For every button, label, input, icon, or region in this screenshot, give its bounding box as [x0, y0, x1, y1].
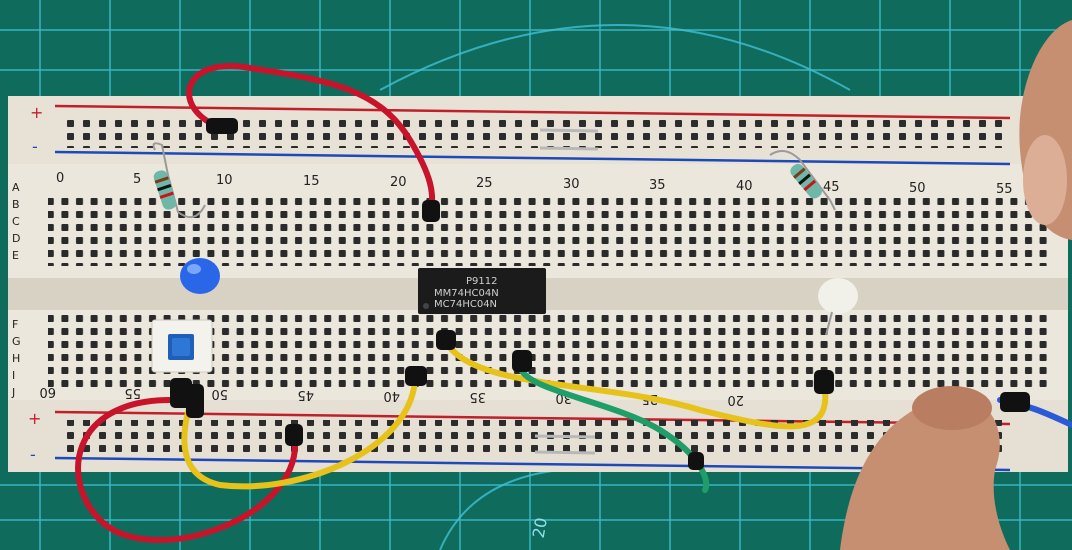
resistor-icon[interactable] — [769, 150, 836, 211]
wire-plug — [688, 452, 704, 470]
led-blue-icon — [180, 258, 220, 294]
wire-plug — [285, 424, 303, 446]
bottom-rail-minus-label: - — [30, 445, 36, 464]
row-letter: H — [12, 352, 20, 365]
col-num-bottom: 60 — [39, 384, 56, 399]
row-letter: C — [12, 215, 20, 228]
col-num-top: 0 — [56, 171, 64, 186]
row-letters-bottom: F G H I J — [11, 318, 21, 399]
col-num-top: 25 — [476, 176, 493, 191]
col-num-bottom: 40 — [383, 388, 400, 403]
mat-arc-lower — [439, 469, 561, 550]
led-white-icon — [818, 278, 858, 336]
row-letter: A — [12, 181, 20, 194]
bottom-rail-plus-label: + — [28, 409, 41, 428]
col-num-bottom: 55 — [124, 385, 141, 400]
col-num-bottom: 45 — [297, 387, 314, 402]
col-num-top: 15 — [303, 174, 320, 189]
row-letter: J — [11, 386, 15, 399]
row-letter: B — [12, 198, 20, 211]
wire-green — [517, 362, 710, 493]
col-num-top: 50 — [909, 181, 926, 196]
ic-label-line2: MM74HC04N — [434, 288, 499, 299]
wire-plug — [422, 200, 440, 222]
wire-plug — [814, 370, 834, 394]
top-rail-minus-label: - — [32, 137, 38, 156]
wire-red-bottom — [75, 397, 299, 544]
mat-arc — [379, 24, 851, 91]
wire-plug — [206, 118, 238, 134]
col-num-bottom: 50 — [211, 386, 228, 401]
wire-plug — [186, 384, 204, 418]
bottom-rail-blue-line — [54, 456, 1011, 472]
col-num-top: 55 — [996, 182, 1013, 197]
push-button[interactable] — [151, 319, 213, 373]
ic-label-line1: P9112 — [466, 276, 497, 287]
resistor-icon[interactable] — [152, 142, 206, 219]
rail-jumper — [534, 434, 596, 439]
row-letter: D — [12, 232, 20, 245]
hand-thumb — [912, 386, 992, 430]
rail-jumper — [539, 128, 599, 133]
wire-plug — [1000, 392, 1030, 412]
wire-yellow-right — [442, 337, 829, 430]
col-num-top: 30 — [563, 177, 580, 192]
mat-marking: 20 — [529, 516, 551, 539]
rail-jumper — [539, 146, 599, 151]
col-num-top: 45 — [823, 180, 840, 195]
col-num-top: 20 — [390, 175, 407, 190]
row-letter: E — [12, 249, 19, 262]
col-num-top: 5 — [133, 172, 141, 187]
col-num-top: 10 — [216, 173, 233, 188]
hand-right-bottom — [840, 397, 1010, 550]
wire-plug — [436, 330, 456, 350]
top-rail-plus-label: + — [30, 103, 43, 122]
row-letter: I — [12, 369, 15, 382]
upper-terminal-holes — [48, 194, 1053, 266]
ic-label-line3: MC74HC04N — [434, 299, 497, 310]
col-num-bottom: 35 — [469, 389, 486, 404]
col-num-bottom: 20 — [727, 392, 744, 407]
bottom-rail-holes — [60, 420, 1010, 456]
hand-fingertip — [1023, 135, 1067, 225]
lower-terminal-holes — [48, 314, 1053, 388]
column-numbers-top: 0 5 10 15 20 25 30 35 40 45 50 55 — [56, 171, 1013, 197]
wire-yellow-left — [181, 377, 418, 490]
row-letters-top: A B C D E — [12, 181, 20, 262]
rail-jumper — [534, 450, 596, 455]
wire-plug — [405, 366, 427, 386]
ic-chip[interactable]: P9112 MM74HC04N MC74HC04N — [418, 268, 546, 314]
col-num-top: 35 — [649, 178, 666, 193]
wire-plug — [512, 350, 532, 372]
row-letter: F — [12, 318, 18, 331]
col-num-top: 40 — [736, 179, 753, 194]
top-rail-blue-line — [54, 150, 1011, 166]
row-letter: G — [12, 335, 21, 348]
wire-red-top — [186, 63, 436, 218]
